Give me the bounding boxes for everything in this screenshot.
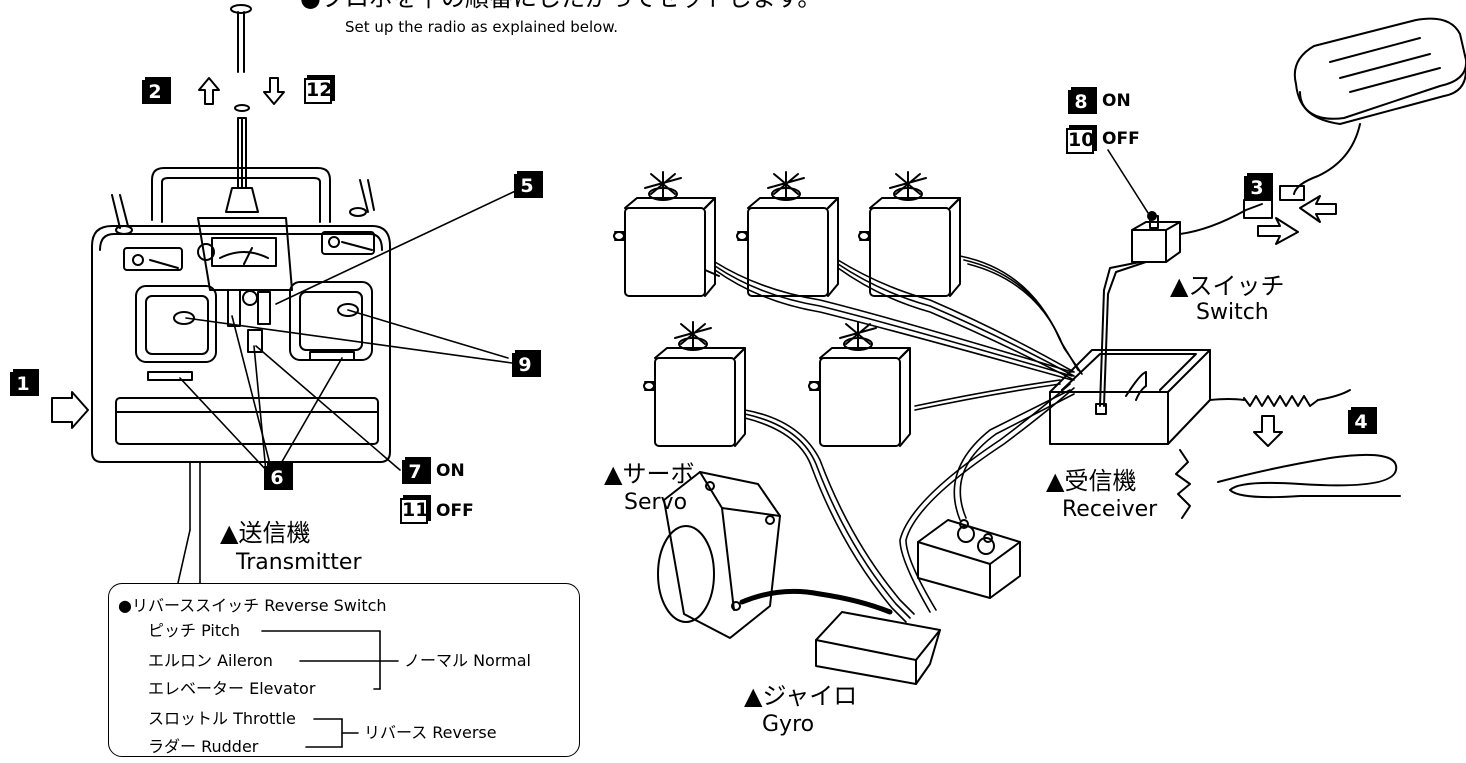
step-badge-5: 5 [514,174,540,198]
transmitter-label-en: Transmitter [236,552,362,574]
step-badge-8: 8 [1068,90,1094,114]
gyro-amplifier-illustration [816,612,940,684]
receiver-label-en: Receiver [1062,499,1157,521]
servo-unit [809,322,910,446]
leader-line-switch [1108,150,1150,216]
antenna-extend-illustration [231,5,251,111]
servo-label-jp: ▲サーボ [604,462,694,486]
instruction-en: Set up the radio as explained below. [345,20,618,35]
transmitter-illustration [92,118,390,462]
servo-unit [644,322,745,446]
servo-unit [614,172,719,296]
insert-arrow-icon [52,392,88,428]
switch-label-jp: ▲スイッチ [1170,274,1284,298]
reverse-item-elevator: エレベーター Elevator [148,681,315,697]
step-badge-2: 2 [142,80,168,104]
reverse-item-throttle: スロットル Throttle [148,711,296,727]
reverse-item-rudder: ラダー Rudder [148,739,258,755]
step-badge-11: 11 [400,498,428,524]
step8-on-label: ON [1102,93,1131,110]
step-badge-10: 10 [1066,128,1094,154]
arrow-down-icon [264,78,284,104]
switch-label-en: Switch [1196,302,1269,324]
connect-arrow-icon [1300,196,1336,222]
arrow-up-icon [199,78,219,104]
step10-off-label: OFF [1102,131,1140,148]
servo-label-en: Servo [624,492,687,514]
step-badge-3: 3 [1244,176,1270,200]
instruction-jp: ●プロポを下の順番にしたがってセットします。 [300,0,821,10]
step-badge-12: 12 [304,78,332,104]
servo-unit [859,172,960,296]
step-badge-6: 6 [264,466,290,490]
arrow-down-icon [1254,416,1282,446]
step7-on-label: ON [436,463,465,480]
step-badge-1: 1 [10,372,36,396]
connect-arrow-icon [1258,218,1298,244]
receiver-label-jp: ▲受信機 [1046,469,1136,493]
gyro-label-jp: ▲ジャイロ [744,684,857,708]
gyro-control-box [918,520,1020,598]
battery-pack [1280,19,1466,200]
reverse-switch-title: ●リバーススイッチ Reverse Switch [118,598,387,614]
step-badge-4: 4 [1348,410,1374,434]
normal-setting-label: ノーマル Normal [404,653,531,669]
reverse-setting-label: リバース Reverse [364,725,497,741]
gyro-label-en: Gyro [762,714,814,736]
switch-pointer-dot [1148,212,1156,220]
servo-wires [715,256,1082,622]
transmitter-label-jp: ▲送信機 [220,521,310,545]
step-badge-9: 9 [512,353,538,377]
servo-unit [737,172,838,296]
reverse-item-pitch: ピッチ Pitch [148,623,240,639]
reverse-item-aileron: エルロン Aileron [148,653,273,669]
step-badge-7: 7 [402,460,428,484]
gyro-cable [742,591,890,612]
step11-off-label: OFF [436,503,474,520]
